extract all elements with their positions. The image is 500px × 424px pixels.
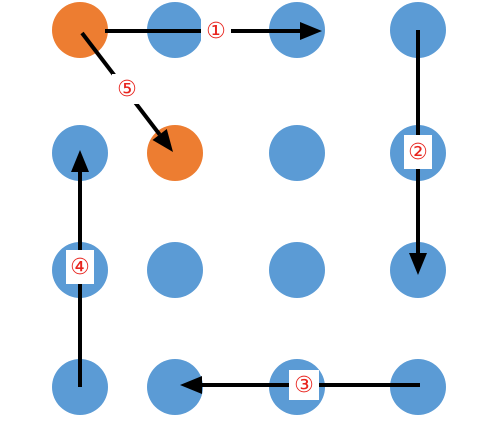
step-3-label-box [289,370,319,400]
step-4-label: ④ [70,255,90,280]
arrow-3-head [180,376,202,394]
arrow-5-head [152,129,173,152]
step-2-label: ② [408,140,428,165]
grid-dot-r3-c1 [147,359,203,415]
step-3-label: ③ [294,373,314,398]
grid-dot-r2-c2 [269,242,325,298]
arrow-4-head [71,150,89,172]
grid-dot-r1-c1-highlighted [147,125,203,181]
grid-dot-r2-c1 [147,242,203,298]
step-5-label-box [112,74,142,104]
grid-dot-r1-c2 [269,125,325,181]
step-1-label-box [201,16,231,46]
step-5-label: ⑤ [117,77,137,102]
grid-dot-r0-c0-highlighted [52,2,108,58]
step-2-label-box [404,135,432,169]
step-4-label-box [66,250,94,284]
step-1-label: ① [206,19,226,44]
arrow-2-head [409,253,427,275]
arrow-1-head [300,22,322,40]
